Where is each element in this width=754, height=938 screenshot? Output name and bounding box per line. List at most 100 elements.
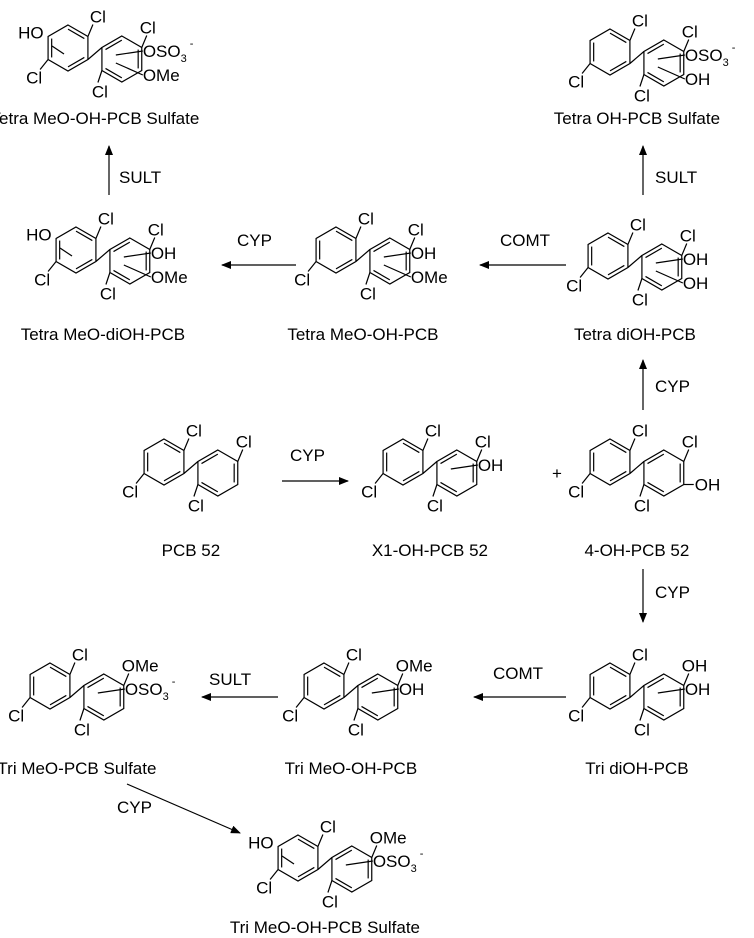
bond xyxy=(115,62,144,76)
left-ring xyxy=(29,662,71,710)
double-bond xyxy=(323,666,341,678)
bond xyxy=(105,272,111,285)
right-ring xyxy=(83,673,125,721)
substituent-top-right: OH xyxy=(682,657,708,676)
bond xyxy=(95,226,102,239)
bond xyxy=(79,708,85,721)
double-bond xyxy=(373,269,391,281)
compound-name: Tri MeO-PCB Sulfate xyxy=(0,759,156,778)
bond xyxy=(629,438,636,451)
double-bond xyxy=(201,453,219,465)
double-bond xyxy=(335,849,353,861)
arrow-cyp-pcb52: CYP xyxy=(282,446,349,485)
double-bond xyxy=(335,877,353,889)
bond xyxy=(237,449,244,462)
biaryl-bond xyxy=(183,461,199,474)
bond xyxy=(683,449,690,462)
bond xyxy=(581,473,591,484)
double-bond xyxy=(105,39,123,51)
compound-name: Tri diOH-PCB xyxy=(585,759,688,778)
double-bond xyxy=(609,694,627,706)
substituent-right-1: OH xyxy=(683,250,709,269)
bond xyxy=(397,673,404,686)
substituent-top-right: Cl xyxy=(680,227,696,246)
substituent-left-bottom: Cl xyxy=(256,879,272,898)
substituent-top-left: Cl xyxy=(320,818,336,837)
double-bond xyxy=(647,453,665,465)
double-bond xyxy=(361,677,379,689)
bond xyxy=(409,237,416,250)
double-bond xyxy=(440,481,458,493)
double-bond xyxy=(49,666,67,678)
bond xyxy=(450,464,478,470)
substituent-right-1: OH xyxy=(695,476,721,495)
double-bond xyxy=(607,264,625,276)
bond xyxy=(374,473,384,484)
substituent-right-1: OH xyxy=(151,244,177,263)
biaryl-bond xyxy=(629,685,645,698)
double-bond xyxy=(87,677,105,689)
right-ring xyxy=(643,39,685,87)
bond xyxy=(295,697,305,708)
bond xyxy=(422,438,429,451)
double-bond xyxy=(75,230,93,242)
double-bond xyxy=(113,269,131,281)
substituent-top-right: OMe xyxy=(396,657,433,676)
substituent-top-left: Cl xyxy=(186,422,202,441)
bond xyxy=(355,226,362,239)
biaryl-bond xyxy=(317,857,333,870)
double-bond xyxy=(49,694,67,706)
substituent-right-1: OH xyxy=(685,680,711,699)
reaction-label: CYP xyxy=(655,377,690,396)
left-ring xyxy=(589,438,631,486)
double-bond xyxy=(163,470,181,482)
substituent-left-bottom: Cl xyxy=(26,69,42,88)
compound-name: Tri MeO-OH-PCB xyxy=(285,759,418,778)
substituent-top-left: Cl xyxy=(632,646,648,665)
double-bond xyxy=(647,705,665,717)
bond xyxy=(115,50,143,56)
compound-name: PCB 52 xyxy=(162,541,221,560)
bond xyxy=(476,449,483,462)
compound-name: Tetra OH-PCB Sulfate xyxy=(554,109,720,128)
biaryl-bond xyxy=(343,685,359,698)
compound-name: Tri MeO-OH-PCB Sulfate xyxy=(230,918,420,937)
substituent-bottom: Cl xyxy=(427,497,443,516)
double-bond xyxy=(647,43,665,55)
left-ring xyxy=(143,438,185,486)
biaryl-bond xyxy=(87,47,103,60)
substituent-bottom: Cl xyxy=(360,285,376,304)
bond xyxy=(307,261,317,272)
double-bond xyxy=(609,32,627,44)
bond xyxy=(627,232,634,245)
substituent-right-1: OSO3- xyxy=(125,676,176,703)
double-bond xyxy=(609,470,627,482)
biaryl-bond xyxy=(627,255,643,268)
substituent-top-left: Cl xyxy=(632,422,648,441)
bond xyxy=(39,59,49,70)
bond xyxy=(97,688,125,694)
double-bond xyxy=(105,67,123,79)
substituent-left-bottom: Cl xyxy=(568,483,584,502)
bond xyxy=(371,688,399,694)
bond xyxy=(637,278,643,291)
bond xyxy=(581,697,591,708)
substituent-bottom: Cl xyxy=(348,721,364,740)
bond xyxy=(383,264,412,278)
compound-name: Tetra MeO-OH-PCB xyxy=(287,325,438,344)
substituent-right-2: OH xyxy=(685,70,711,89)
bond xyxy=(135,473,145,484)
substituent-left-bottom: Cl xyxy=(566,277,582,296)
arrow-sult-bottom: SULT xyxy=(201,670,278,701)
bond xyxy=(183,438,190,451)
double-bond xyxy=(609,666,627,678)
arrow-comt-top: COMT xyxy=(479,231,566,269)
reaction-label: SULT xyxy=(209,670,251,689)
left-ring xyxy=(589,28,631,76)
substituent-left-bottom: Cl xyxy=(568,707,584,726)
